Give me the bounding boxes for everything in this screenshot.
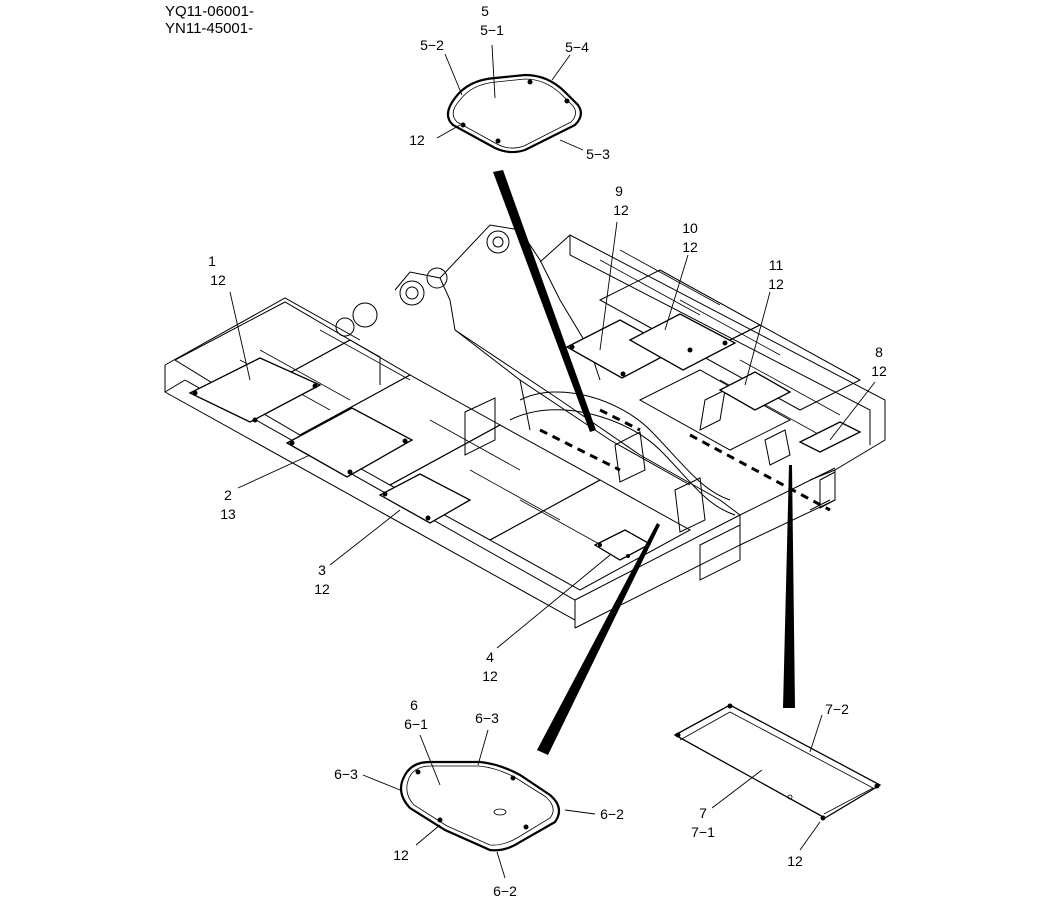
callout-8-qty: 12 <box>871 363 887 379</box>
projection-wedge-7 <box>783 465 795 708</box>
callout-5-2: 5−2 <box>420 37 444 53</box>
callout-4-qty: 12 <box>482 668 498 684</box>
callout-9-part: 9 <box>615 183 623 199</box>
callout-2-qty: 13 <box>220 506 236 522</box>
cover-assembly-7 <box>673 703 882 851</box>
callout-6-1: 6−1 <box>404 716 428 732</box>
callout-6-3-left: 6−3 <box>334 766 358 782</box>
callout-5-3: 5−3 <box>586 146 610 162</box>
callout-6-2-bottom: 6−2 <box>493 883 517 899</box>
callout-6-12: 12 <box>393 847 409 863</box>
callout-9-qty: 12 <box>613 202 629 218</box>
callout-3-qty: 12 <box>314 581 330 597</box>
callout-10-part: 10 <box>682 220 698 236</box>
plate-2 <box>285 407 414 478</box>
plate-10 <box>628 313 737 371</box>
serial-number-2: YN11-45001- <box>165 20 254 37</box>
serial-number-1: YQ11-06001- <box>165 3 254 20</box>
plate-3 <box>378 473 472 524</box>
callout-3-part: 3 <box>318 562 326 578</box>
callout-8-part: 8 <box>875 344 883 360</box>
callout-7-12: 12 <box>787 853 803 869</box>
plate-1 <box>188 357 322 423</box>
projection-wedge-5 <box>493 170 596 432</box>
callout-5-1: 5−1 <box>480 22 504 38</box>
projection-wedge-6 <box>537 523 660 755</box>
callout-7-1: 7−1 <box>691 824 715 840</box>
callout-7-2: 7−2 <box>825 701 849 717</box>
callout-10-qty: 12 <box>682 239 698 255</box>
leader-lines <box>229 221 876 649</box>
plate-11 <box>718 371 792 411</box>
callout-1-part: 1 <box>208 253 216 269</box>
cover-assembly-6 <box>362 729 596 879</box>
callout-6-part: 6 <box>410 697 418 713</box>
callout-7-part: 7 <box>699 805 707 821</box>
callout-11-qty: 12 <box>768 276 784 292</box>
callout-5-12: 12 <box>409 132 425 148</box>
callout-5-part: 5 <box>481 3 489 19</box>
cover-assembly-5 <box>436 44 584 154</box>
callout-1-qty: 12 <box>210 272 226 288</box>
callout-6-2-right: 6−2 <box>600 806 624 822</box>
callout-11-part: 11 <box>769 257 784 273</box>
callout-6-3-top: 6−3 <box>475 710 499 726</box>
callout-2-part: 2 <box>224 487 232 503</box>
callout-5-4: 5−4 <box>565 39 589 55</box>
callout-4-part: 4 <box>486 649 494 665</box>
callout-labels: 1 12 2 13 3 12 4 12 5 5−1 5−2 5−4 12 5−3… <box>208 3 887 899</box>
plate-8 <box>798 421 862 453</box>
